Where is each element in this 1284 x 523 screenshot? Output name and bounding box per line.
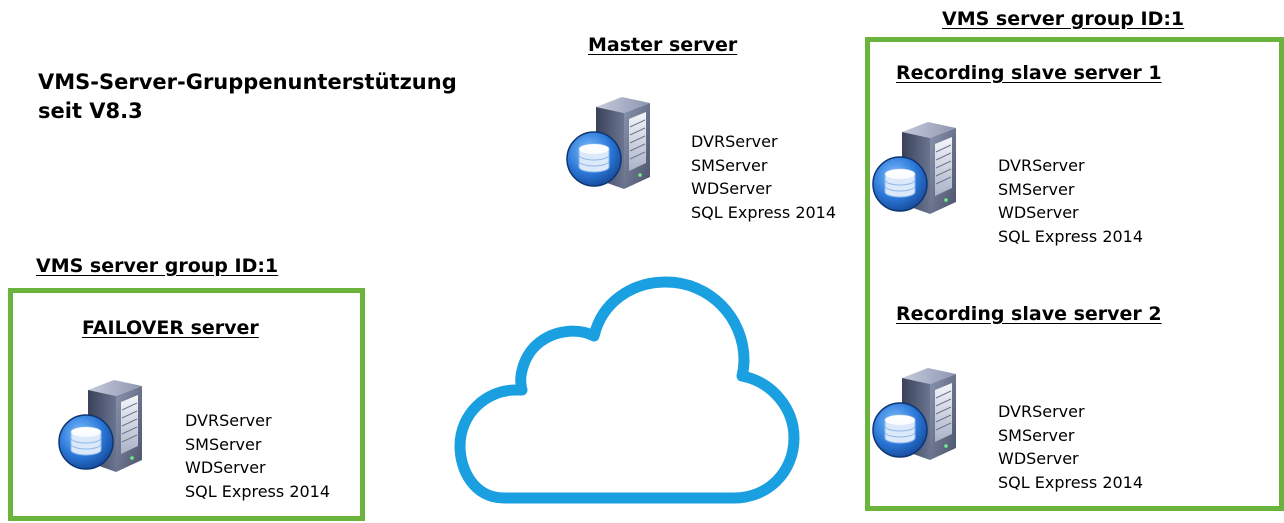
left-group-label: VMS server group ID:1: [36, 255, 279, 277]
service-item: DVRServer: [691, 132, 778, 151]
service-item: DVRServer: [185, 411, 272, 430]
right-group-box: [865, 37, 1284, 511]
service-item: SQL Express 2014: [998, 226, 1144, 246]
service-item: SQL Express 2014: [691, 202, 837, 222]
headline-line2: seit V8.3: [38, 99, 143, 123]
service-item: WDServer: [691, 179, 772, 198]
service-item: SMServer: [998, 425, 1075, 445]
service-item: SMServer: [998, 179, 1075, 199]
headline-line1: VMS-Server-Gruppenunterstützung: [38, 70, 457, 94]
master-services: DVRServer SMServer WDServer SQL Express …: [691, 130, 836, 224]
master-server-title: Master server: [588, 34, 738, 56]
service-item: SQL Express 2014: [185, 481, 331, 501]
right-group-label: VMS server group ID:1: [942, 8, 1185, 30]
service-item: SMServer: [185, 434, 262, 454]
service-item: SQL Express 2014: [998, 472, 1144, 492]
headline: VMS-Server-Gruppenunterstützung seit V8.…: [38, 68, 457, 126]
service-item: WDServer: [998, 449, 1079, 468]
server-database-icon: [58, 376, 168, 476]
slave1-services: DVRServer SMServer WDServer SQL Express …: [998, 154, 1143, 248]
failover-server-title: FAILOVER server: [82, 317, 259, 339]
server-database-icon: [872, 364, 982, 464]
slave2-services: DVRServer SMServer WDServer SQL Express …: [998, 400, 1143, 494]
service-item: SMServer: [691, 155, 768, 175]
service-item: DVRServer: [998, 402, 1085, 421]
left-group-box: [8, 288, 365, 521]
recording-slave-2-title: Recording slave server 2: [896, 303, 1162, 325]
server-database-icon: [872, 118, 982, 218]
cloud-icon: [454, 276, 800, 504]
recording-slave-1-title: Recording slave server 1: [896, 62, 1162, 84]
service-item: DVRServer: [998, 156, 1085, 175]
service-item: WDServer: [185, 458, 266, 477]
server-database-icon: [566, 93, 676, 193]
service-item: WDServer: [998, 203, 1079, 222]
failover-services: DVRServer SMServer WDServer SQL Express …: [185, 409, 330, 503]
